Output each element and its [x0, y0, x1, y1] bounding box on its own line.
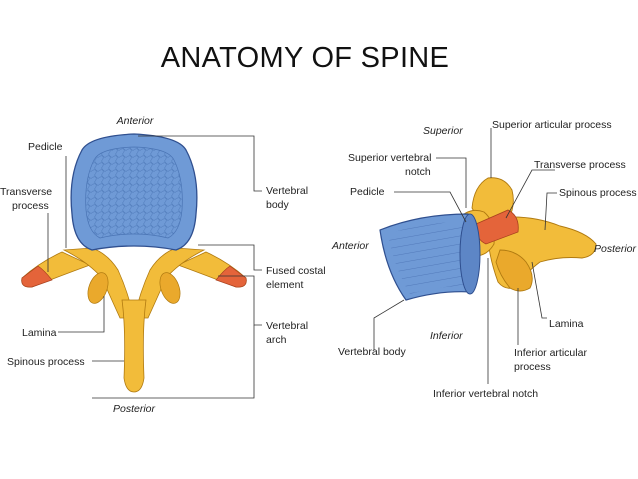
page-title: ANATOMY OF SPINE [160, 42, 450, 74]
leader-lateral-lamina [531, 261, 547, 319]
label-lateral-vertebral-body: Vertebral body [338, 346, 406, 358]
vertebral-body-cancellous-shape [85, 146, 183, 239]
leader-lateral-body [373, 299, 405, 350]
lateral-vertebral-body-ridges [388, 222, 468, 294]
leader-superior-notch [436, 157, 467, 208]
superior-view: Anterior Pedicle Transverse process Lami… [0, 115, 326, 415]
label-lateral-spinous-process: Spinous process [559, 187, 637, 199]
label-fused-costal-line2: element [266, 279, 303, 291]
leader-lateral-spinous [544, 192, 557, 231]
costal-element-right-shape [215, 265, 247, 288]
leader-costal-right [198, 244, 262, 271]
label-posterior-superior-view: Posterior [113, 403, 156, 415]
leader-arch-right [218, 275, 262, 326]
label-lateral-lamina: Lamina [549, 318, 584, 330]
label-fused-costal-line1: Fused costal [266, 265, 326, 277]
label-anterior-lateral-view: Anterior [331, 240, 369, 252]
label-pedicle: Pedicle [28, 141, 63, 153]
label-anterior-superior-view: Anterior [116, 115, 154, 127]
leader-lamina [58, 296, 105, 333]
leader-arch-bottom [92, 325, 255, 399]
label-lateral-pedicle: Pedicle [350, 186, 385, 198]
label-vertebral-body-line2: body [266, 199, 290, 211]
articular-process-right-shape [159, 272, 181, 304]
label-vertebral-body-line1: Vertebral [266, 185, 308, 197]
label-superior: Superior [423, 125, 463, 137]
label-superior-articular-process: Superior articular process [492, 119, 612, 131]
articular-process-left-shape [87, 272, 109, 304]
label-superior-notch-line1: Superior vertebral [348, 152, 431, 164]
label-spinous-process: Spinous process [7, 356, 85, 368]
label-inferior-articular-line2: process [514, 361, 551, 373]
label-lateral-transverse-process: Transverse process [534, 159, 626, 171]
label-superior-notch-line2: notch [405, 166, 431, 178]
leader-lateral-transverse [505, 169, 555, 219]
label-inferior-articular-line1: Inferior articular [514, 347, 587, 359]
label-transverse-process-line2: process [12, 200, 49, 212]
label-inferior-vertebral-notch: Inferior vertebral notch [433, 388, 538, 400]
label-transverse-process-line1: Transverse [0, 186, 52, 198]
costal-element-left-shape [21, 265, 53, 288]
leader-vertebral-body [138, 135, 262, 192]
lateral-endplate-shape [459, 213, 481, 295]
label-posterior-lateral-view: Posterior [594, 243, 637, 255]
label-lamina: Lamina [22, 327, 57, 339]
label-vertebral-arch-line1: Vertebral [266, 320, 308, 332]
label-inferior: Inferior [430, 330, 463, 342]
leader-lateral-pedicle [394, 191, 467, 223]
lateral-view: Superior Superior articular process Supe… [331, 119, 637, 400]
lateral-inferior-articular-shape [495, 249, 533, 292]
spinous-process-shape [121, 299, 147, 393]
label-vertebral-arch-line2: arch [266, 334, 287, 346]
